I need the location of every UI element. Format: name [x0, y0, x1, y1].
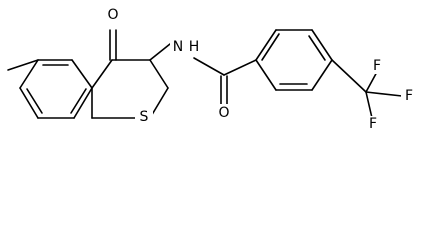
bond-benzene-6	[19, 59, 39, 89]
bond-benzene-5-inner	[26, 88, 43, 114]
bond-c-f-bottom	[365, 91, 373, 119]
fluorine-top-label: F	[373, 58, 381, 74]
bond-c-f-right	[365, 91, 403, 97]
sulfur-label: S	[140, 109, 149, 125]
oxygen-ketone-bg	[104, 6, 122, 24]
bond-ring-c4a-c4	[91, 59, 113, 89]
bond-amide-carbon-aryl	[223, 59, 257, 76]
atom-label-layer: O N H O S F F F	[104, 6, 417, 132]
bond-benzene-2	[71, 59, 93, 89]
amide-nh-label: N	[173, 39, 183, 55]
chemical-structure-diagram: O N H O S F F F	[7, 6, 417, 132]
bond-aryl-1-inner	[261, 33, 280, 61]
bond-aryl-3-inner	[308, 35, 326, 61]
bond-benzene-5	[19, 87, 39, 119]
bond-aryl-3	[311, 29, 333, 61]
sulfur-bg	[135, 108, 153, 126]
bond-benzene-3-inner	[70, 88, 87, 114]
bond-nh-amide-carbon	[193, 57, 225, 76]
fluorine-right-label: F	[405, 88, 413, 104]
amide-nh-bg	[170, 38, 206, 56]
oxygen-amide-label: O	[218, 105, 229, 121]
bond-ring-c3-c2	[149, 59, 169, 89]
bond-aryl-cf3	[331, 59, 367, 93]
bond-aryl-1	[255, 29, 277, 61]
fluorine-right-bg	[401, 88, 417, 104]
bond-aryl-6	[255, 59, 277, 91]
bond-aryl-4	[311, 59, 333, 91]
oxygen-ketone-label: O	[107, 7, 118, 23]
oxygen-amide-bg	[215, 104, 233, 122]
bond-benzene-3	[73, 87, 93, 119]
bond-methyl	[7, 59, 39, 71]
amide-h-label: H	[189, 39, 200, 55]
fluorine-bottom-label: F	[369, 116, 377, 132]
fluorine-bottom-bg	[365, 116, 381, 132]
bond-c3-nh	[149, 43, 171, 61]
fluorine-top-bg	[369, 58, 385, 74]
